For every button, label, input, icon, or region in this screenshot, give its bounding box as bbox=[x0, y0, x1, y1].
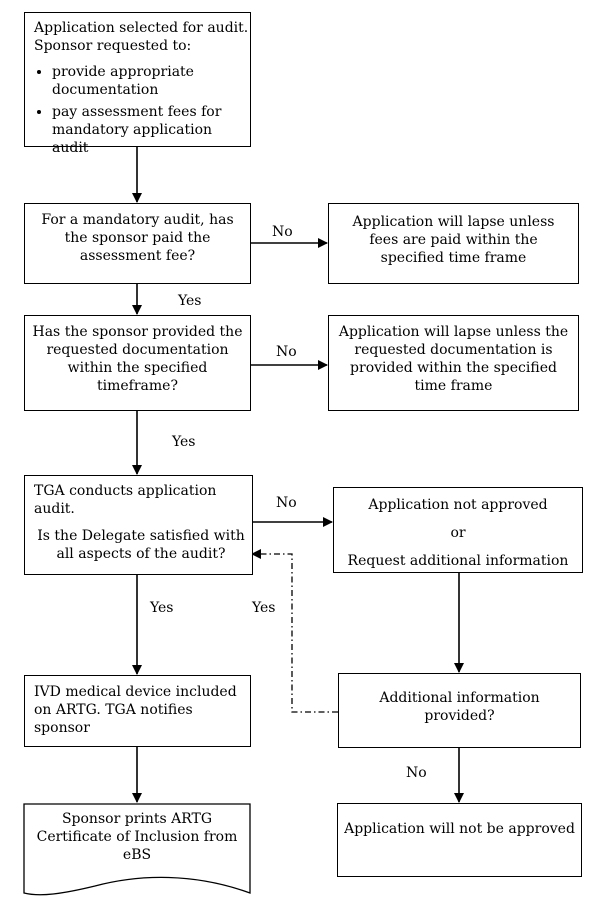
document-shape-box7 bbox=[23, 803, 251, 896]
box4-no-line3: Request additional information bbox=[347, 553, 569, 569]
box3-no-text: Application will lapse unless the reques… bbox=[338, 324, 569, 394]
box-not-approved-or-request: Application not approved or Request addi… bbox=[333, 487, 583, 573]
box4-line2: Is the Delegate satisfied with all aspec… bbox=[37, 528, 245, 562]
box1-bullet-fees: pay assessment fees for mandatory applic… bbox=[52, 103, 249, 157]
box-audit-selected: Application selected for audit. Sponsor … bbox=[24, 12, 251, 156]
label-yes-fee: Yes bbox=[178, 293, 202, 309]
label-yes-audit: Yes bbox=[150, 600, 174, 616]
box5-text: IVD medical device included on ARTG. TGA… bbox=[34, 684, 237, 736]
box4-no-line1: Application not approved bbox=[368, 497, 548, 513]
box-additional-info-question: Additional information provided? bbox=[338, 673, 581, 748]
box-device-included: IVD medical device included on ARTG. TGA… bbox=[24, 675, 251, 747]
box4-line1: TGA conducts application audit. bbox=[34, 483, 217, 517]
arrow-box6-back-to-box4 bbox=[251, 549, 338, 713]
label-no-fee: No bbox=[272, 224, 293, 240]
box1-bullet-documentation: provide appropriate documentation bbox=[52, 63, 249, 99]
label-no-documentation: No bbox=[276, 344, 297, 360]
label-no-audit: No bbox=[276, 495, 297, 511]
box-lapse-fees: Application will lapse unless fees are p… bbox=[328, 203, 579, 284]
box2-text: For a mandatory audit, has the sponsor p… bbox=[41, 212, 234, 264]
box-will-not-be-approved: Application will not be approved bbox=[337, 803, 582, 877]
box4-no-line2: or bbox=[450, 525, 466, 541]
box6-text: Additional information provided? bbox=[379, 690, 540, 724]
box7-text: Sponsor prints ARTG Certificate of Inclu… bbox=[36, 811, 238, 863]
label-yes-additional-info: Yes bbox=[252, 600, 276, 616]
box8-text: Application will not be approved bbox=[344, 821, 575, 837]
box-lapse-documentation: Application will lapse unless the reques… bbox=[328, 315, 579, 411]
box3-text: Has the sponsor provided the requested d… bbox=[32, 324, 243, 394]
box-tga-audit: TGA conducts application audit. Is the D… bbox=[24, 475, 253, 575]
box1-line1: Application selected for audit. bbox=[34, 20, 249, 36]
box-documentation-question: Has the sponsor provided the requested d… bbox=[24, 315, 251, 411]
box1-bullets: provide appropriate documentation pay as… bbox=[34, 63, 249, 157]
label-yes-documentation: Yes bbox=[172, 434, 196, 450]
box-fee-paid-question: For a mandatory audit, has the sponsor p… bbox=[24, 203, 251, 284]
label-no-additional-info: No bbox=[406, 765, 427, 781]
box1-line2: Sponsor requested to: bbox=[34, 38, 192, 54]
box2-no-text: Application will lapse unless fees are p… bbox=[352, 214, 555, 266]
